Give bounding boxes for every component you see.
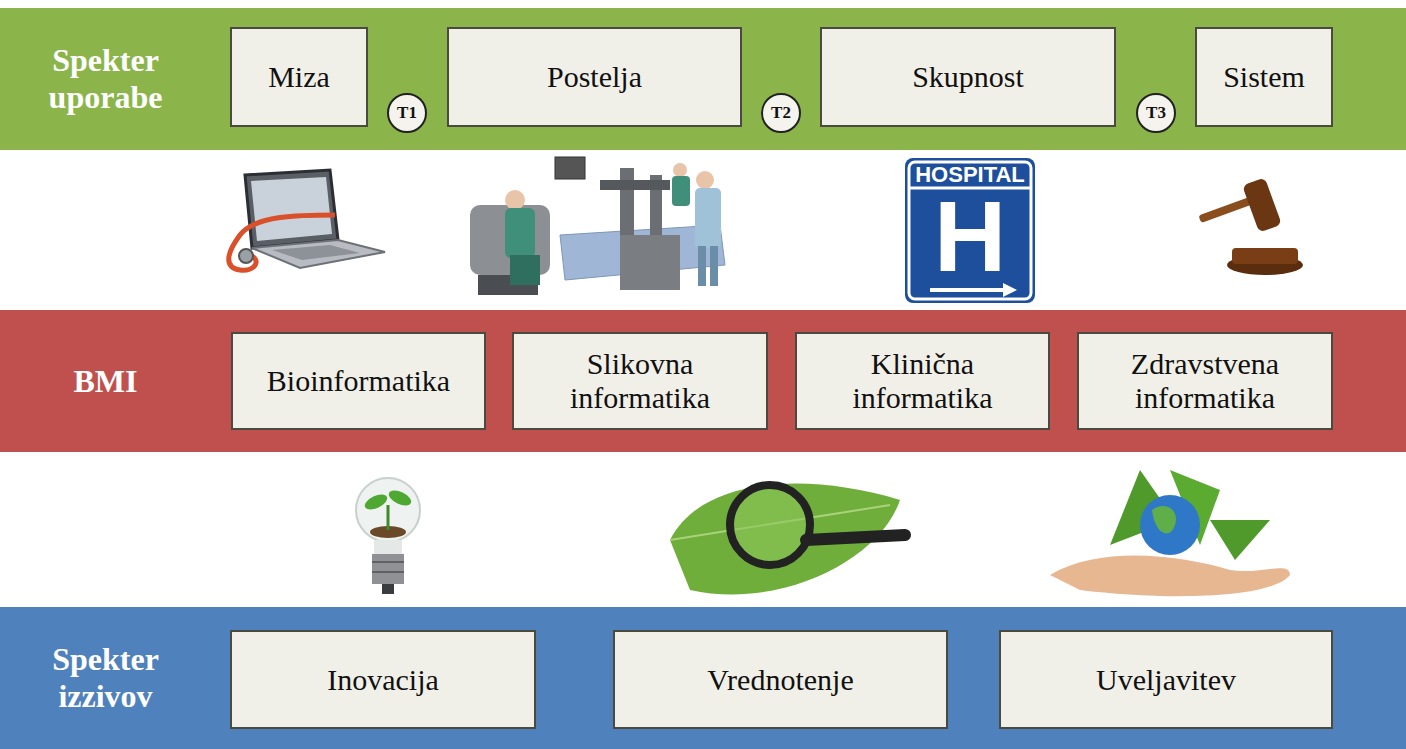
gavel-icon (1198, 177, 1303, 275)
box-label: Sistem (1223, 60, 1305, 94)
illustration-part (620, 235, 680, 290)
illustration-part (698, 246, 706, 286)
process-box: Skupnost (820, 27, 1116, 127)
band-title: Spekter uporabe (18, 42, 193, 116)
box-label: Zdravstvena informatika (1089, 347, 1321, 414)
illustration-part (252, 240, 385, 268)
illustration-part (510, 255, 540, 285)
illustration-part (372, 554, 404, 584)
surgery-robot-picture (470, 157, 725, 295)
bulb-plant-icon (356, 478, 420, 594)
hospital-sign (905, 158, 1035, 303)
illustration-part (372, 561, 404, 563)
process-box: Vrednotenje (613, 630, 948, 729)
sign-text: HOSPITAL (909, 164, 1031, 186)
illustration-part (372, 571, 404, 573)
band: BMI Bioinformatika Slikovna informatika Kli… (0, 310, 1406, 452)
illustration-part (620, 168, 634, 238)
band: Spekter izzivov Inovacija Vrednotenje Uvelj… (0, 607, 1406, 749)
illustration-part (673, 163, 687, 177)
illustration-part (710, 246, 718, 286)
callout-number: T3 (1146, 103, 1166, 123)
band-title: Spekter izzivov (18, 641, 193, 715)
illustration-part (695, 188, 721, 248)
illustration-part (555, 157, 585, 179)
callout-number: T1 (397, 103, 417, 123)
illustration-part (1152, 506, 1176, 533)
box-label: Postelja (547, 60, 642, 94)
sign-text: H (909, 190, 1031, 282)
callout-number: T2 (771, 103, 791, 123)
illustration-part (251, 177, 332, 241)
laptop-icon (229, 170, 385, 270)
illustration-part (382, 584, 394, 594)
transition-circle: T1 (387, 93, 427, 133)
box-label: Vrednotenje (707, 663, 853, 697)
illustration-part (356, 478, 420, 542)
leaf-magnifier-icon (670, 484, 905, 595)
illustration-part (930, 288, 1005, 292)
process-box: Postelja (447, 27, 742, 127)
illustration-part (1210, 520, 1270, 560)
illustration-part (272, 245, 360, 260)
box-label: Inovacija (327, 663, 439, 697)
box-label: Klinična informatika (807, 347, 1038, 414)
box-label: Uveljavitev (1096, 663, 1236, 697)
illustration-part (730, 485, 810, 565)
box-label: Miza (268, 60, 330, 94)
illustration-part (1050, 556, 1290, 597)
illustration-part (387, 505, 390, 530)
illustration-part (909, 162, 1031, 299)
illustration-part (1232, 248, 1298, 264)
illustration-part (239, 249, 253, 263)
box-label: Skupnost (912, 60, 1024, 94)
box-label: Bioinformatika (267, 364, 450, 398)
process-box: Uveljavitev (999, 630, 1333, 729)
illustration-part (600, 180, 670, 190)
illustration-part (245, 170, 338, 248)
illustration-part (363, 491, 390, 512)
illustration-part (505, 190, 525, 210)
illustration-part (505, 208, 535, 258)
illustration-part (696, 171, 714, 189)
illustration-part (229, 215, 335, 270)
illustration-part (1140, 495, 1200, 555)
box-label: Slikovna informatika (524, 347, 756, 414)
process-box: Sistem (1195, 27, 1333, 127)
process-box: Zdravstvena informatika (1077, 332, 1333, 430)
illustration-part (1242, 177, 1282, 232)
hand-globe-icon (1050, 470, 1290, 596)
transition-circle: T3 (1136, 93, 1176, 133)
illustration-part (806, 535, 905, 540)
process-box: Inovacija (230, 630, 536, 729)
process-box: Bioinformatika (231, 332, 486, 430)
band: Spekter uporabe Miza Postelja Skupnost Siste… (0, 8, 1406, 150)
transition-circle: T2 (761, 93, 801, 133)
illustration-part (672, 176, 690, 206)
band-title: BMI (18, 363, 193, 400)
process-box: Klinična informatika (795, 332, 1050, 430)
illustration-part (387, 487, 414, 508)
illustration-part (374, 540, 402, 554)
illustration-part (905, 158, 1035, 303)
process-box: Slikovna informatika (512, 332, 768, 430)
illustration-part (1003, 283, 1017, 297)
process-box: Miza (230, 27, 368, 127)
